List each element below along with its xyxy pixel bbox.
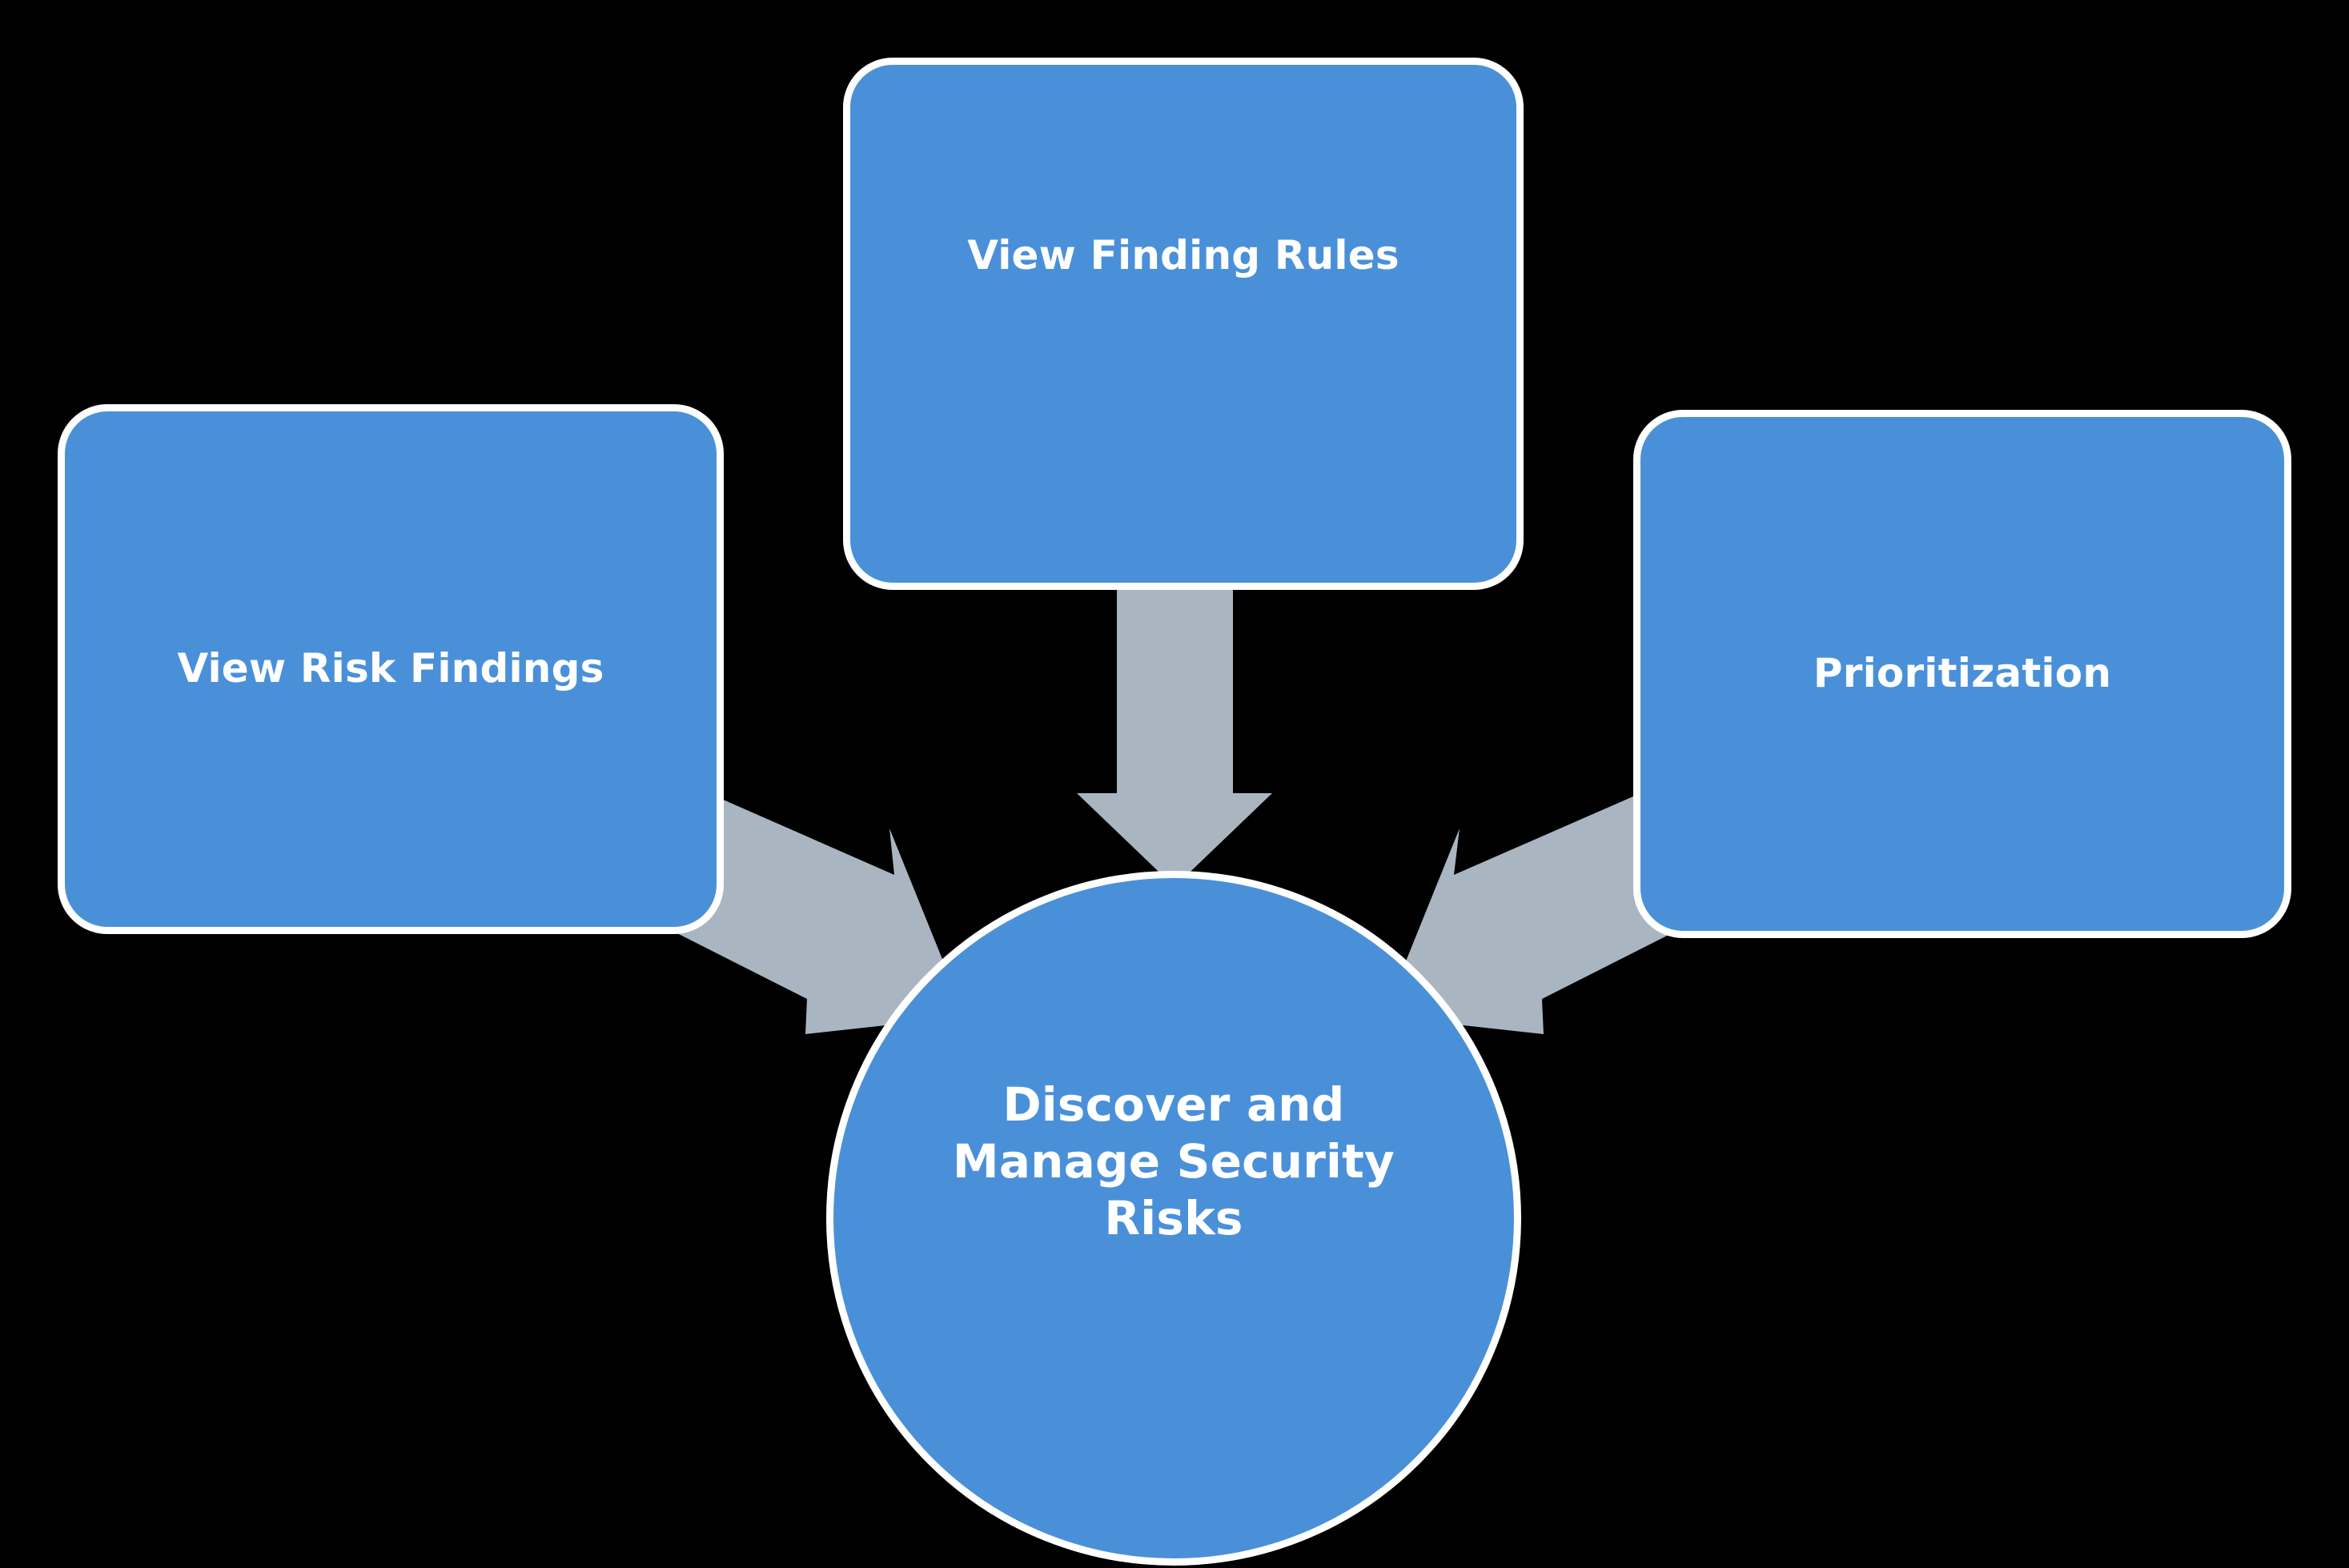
node-label-discover-and-manage-security-risks: Discover and Manage Security Risks [952,1077,1395,1245]
node-label-prioritization: Prioritization [1813,650,2112,697]
arrow-top-to-center [1077,590,1272,887]
node-label-view-finding-rules: View Finding Rules [967,232,1399,279]
node-discover-and-manage-security-risks[interactable]: Discover and Manage Security Risks [826,871,1521,1566]
arrow-right-to-center [1383,796,1681,1034]
node-view-finding-rules[interactable]: View Finding Rules [843,58,1524,590]
node-label-view-risk-findings: View Risk Findings [177,645,604,692]
node-prioritization[interactable]: Prioritization [1633,410,2291,938]
arrow-left-to-center [668,796,966,1034]
node-view-risk-findings[interactable]: View Risk Findings [58,404,724,934]
